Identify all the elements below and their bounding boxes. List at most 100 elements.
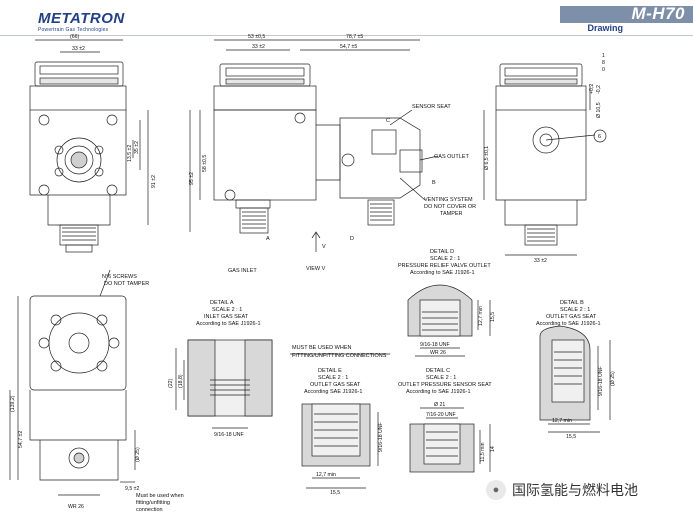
dim-8: 8: [602, 60, 605, 66]
watermark: ● 国际氢能与燃料电池: [486, 480, 638, 500]
page-title: M-H70: [631, 4, 685, 23]
dim-33b: 33 ±2: [252, 44, 265, 50]
dim-35: 35 ±2: [134, 141, 140, 154]
dim-9-5: 9,5 ±2: [125, 486, 139, 492]
detail-b-dim-thread: 9/16-18 UNF: [598, 366, 604, 396]
dim-d25: (Ø 25): [135, 447, 141, 462]
label-c: C: [386, 118, 390, 124]
detail-e-std: According SAE J1926-1: [304, 389, 362, 395]
label-connection: connection: [136, 507, 163, 513]
detail-d-scale: SCALE 2 : 1: [430, 256, 460, 262]
detail-e-desc: OUTLET GAS SEAT: [310, 382, 361, 388]
detail-d-dim-15-5: 15,5: [490, 312, 496, 322]
side-view: [189, 39, 439, 252]
detail-c-scale: SCALE 2 : 1: [426, 375, 456, 381]
dim-53: 53 ±0,5: [248, 34, 265, 40]
label-must-be-used: Must be used when: [136, 493, 184, 499]
detail-e-dim-thread: 9/16-18 UNF: [378, 422, 384, 452]
dim-66: (66): [70, 34, 79, 40]
dim-pos-0-2: +0,2: [589, 84, 595, 94]
detail-d-dim-thread: 9/16-18 UNF: [420, 342, 450, 348]
dim-33c: 33 ±2: [534, 258, 547, 264]
front-view: [29, 39, 149, 253]
dim-33: 33 ±2: [72, 46, 85, 52]
must-use-line1: MUST BE USED WHEN: [292, 345, 352, 351]
label-n6-screws: N°6 SCREWS: [102, 274, 137, 280]
logo-word: METATRON: [38, 10, 125, 27]
label-a: A: [266, 236, 270, 242]
dim-58: 58 ±0,5: [202, 155, 208, 172]
logo-tagline: Powertrain Gas Technologies: [38, 27, 109, 33]
detail-e-dim-12-7: 12,7 min: [316, 472, 336, 478]
wechat-icon: ●: [486, 480, 506, 500]
page-subtitle: Drawing: [587, 23, 623, 33]
dim-0: 0: [602, 67, 605, 73]
detail-c-desc: OUTLET PRESSURE SENSOR SEAT: [398, 382, 492, 388]
label-v: V: [322, 244, 326, 250]
dim-1: 1: [602, 53, 605, 59]
watermark-text: 国际氢能与燃料电池: [512, 483, 638, 499]
detail-d-drawing: [407, 284, 491, 357]
detail-b-desc: OUTLET GAS SEAT: [546, 314, 597, 320]
dim-d10-5: Ø 10,5: [596, 102, 602, 118]
detail-a-desc: INLET GAS SEAT: [204, 314, 249, 320]
detail-d-dim-wr26: WR 26: [430, 350, 446, 356]
detail-b-title: DETAIL B: [560, 300, 584, 306]
detail-e-dim-15-5: 15,5: [330, 490, 340, 496]
detail-a-drawing: [175, 339, 273, 429]
detail-d-title: DETAIL D: [430, 249, 454, 255]
metatron-logo: METATRON Powertrain Gas Technologies: [38, 10, 125, 33]
label-d: D: [350, 236, 354, 242]
dim-95: 95 ±2: [189, 172, 195, 185]
detail-c-std: According to SAE J1926-1: [406, 389, 471, 395]
dim-91: 91 ±2: [151, 175, 157, 188]
detail-a-std: According to SAE J1926-1: [196, 321, 261, 327]
detail-b-dim-d25: (Ø 25): [610, 371, 616, 386]
header-bar: METATRON Powertrain Gas Technologies M-H…: [0, 0, 693, 40]
callout-6: 6: [598, 134, 601, 140]
detail-b-drawing: [539, 325, 611, 433]
detail-c-dim-14: 14: [490, 446, 496, 452]
detail-a-scale: SCALE 2 : 1: [212, 307, 242, 313]
dim-139-2: (139,2): [10, 395, 16, 412]
label-b: B: [432, 180, 436, 186]
title-bar: M-H70: [560, 4, 693, 23]
label-sensor-seat: SENSOR SEAT: [412, 104, 451, 110]
detail-a-dim-18-8: (18,8): [178, 374, 184, 388]
label-tamper: TAMPER: [440, 211, 463, 217]
detail-a-dim-thread: 9/16-18 UNF: [214, 432, 244, 438]
detail-d-dim-12-7: 12,7 min: [478, 306, 484, 326]
label-do-not-cover: DO NOT COVER OR: [424, 204, 476, 210]
detail-a-title: DETAIL A: [210, 300, 234, 306]
detail-b-std: According to SAE J1926-1: [536, 321, 601, 327]
detail-b-scale: SCALE 2 : 1: [560, 307, 590, 313]
must-use-line2: FITTING/UNFITTING CONNECTIONS: [292, 353, 387, 359]
label-venting-system: VENTING SYSTEM: [424, 197, 473, 203]
detail-d-std: According to SAE J1926-1: [410, 270, 475, 276]
detail-c-dim-d21: Ø 21: [434, 402, 445, 408]
dim-78-7: 78,7 ±5: [346, 34, 363, 40]
top-view: [9, 269, 136, 496]
label-gas-inlet: GAS INLET: [228, 268, 257, 274]
detail-c-dim-thread: 7/16-20 UNF: [426, 412, 456, 418]
dim-54-7: 54,7 ±5: [340, 44, 357, 50]
dim-d6-5: Ø 6,5 ±0,1: [484, 146, 490, 170]
detail-c-dim-11-5: 11,5 min: [480, 442, 486, 462]
header-divider: [0, 35, 693, 36]
dim-neg-0-2: -0,2: [596, 85, 602, 94]
label-view-v: VIEW V: [306, 266, 326, 272]
detail-e-title: DETAIL E: [318, 368, 342, 374]
detail-e-scale: SCALE 2 : 1: [318, 375, 348, 381]
detail-b-dim-15-5: 15,5: [566, 434, 576, 440]
dim-wr26: WR 26: [68, 504, 84, 510]
detail-c-title: DETAIL C: [426, 368, 450, 374]
dim-54-7b: 54,7 ±2: [18, 431, 24, 448]
dim-13-5: 13,5 ±2: [127, 145, 133, 162]
label-do-not-tamper: DO NOT TAMPER: [104, 281, 149, 287]
label-fitting: fitting/unfitting: [136, 500, 170, 506]
detail-b-dim-12-7: 12,7 min: [552, 418, 572, 424]
label-gas-outlet: GAS OUTLET: [434, 154, 469, 160]
detail-a-dim-22: (22): [168, 379, 174, 388]
right-view: [483, 63, 607, 256]
